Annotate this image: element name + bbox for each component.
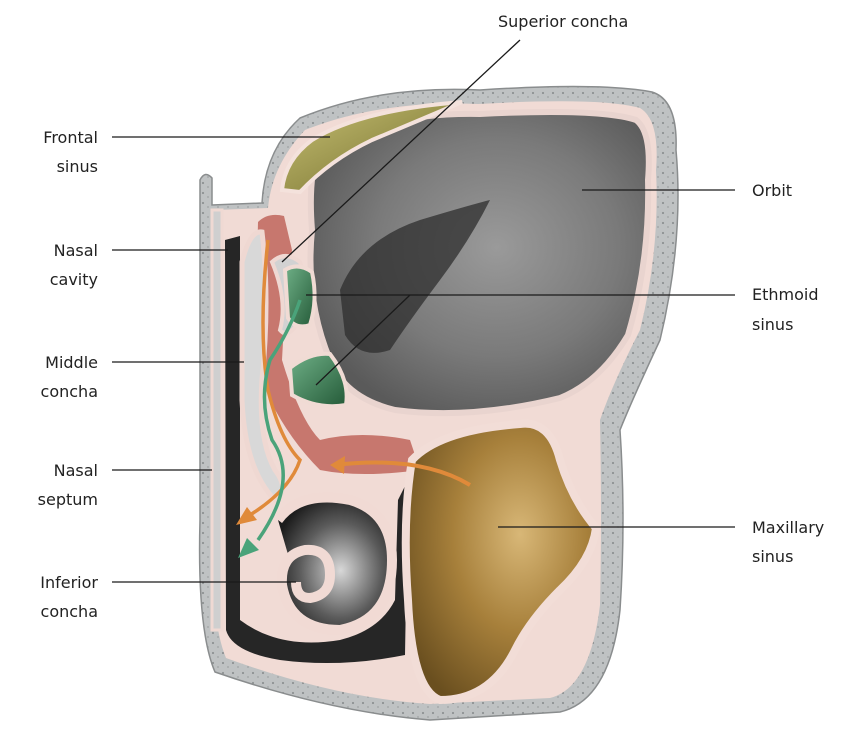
label-maxillary-sinus: Maxillary xyxy=(752,518,824,537)
label-frontal-sinus-2: sinus xyxy=(57,157,98,176)
label-inferior-concha: Inferior xyxy=(40,573,98,592)
label-nasal-cavity-2: cavity xyxy=(50,270,98,289)
label-ethmoid-sinus: Ethmoid xyxy=(752,285,819,304)
label-frontal-sinus: Frontal xyxy=(43,128,98,147)
label-middle-concha-2: concha xyxy=(41,382,98,401)
label-nasal-septum-2: septum xyxy=(38,490,98,509)
label-superior-concha: Superior concha xyxy=(498,12,628,31)
nasal-septum-bone xyxy=(212,210,222,630)
label-inferior-concha-2: concha xyxy=(41,602,98,621)
label-ethmoid-sinus-2: sinus xyxy=(752,315,793,334)
label-nasal-cavity: Nasal xyxy=(54,241,98,260)
label-orbit: Orbit xyxy=(752,181,792,200)
ethmoid-cell-upper xyxy=(285,266,315,326)
label-maxillary-sinus-2: sinus xyxy=(752,547,793,566)
inferior-concha-shape xyxy=(278,498,392,631)
label-nasal-septum: Nasal xyxy=(54,461,98,480)
label-middle-concha: Middle xyxy=(45,353,98,372)
